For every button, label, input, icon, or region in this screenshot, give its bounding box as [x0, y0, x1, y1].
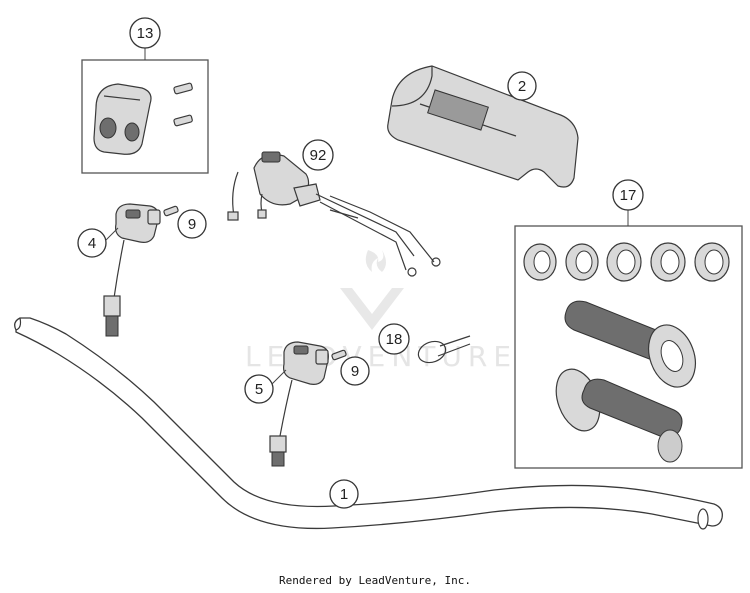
- callout-92-label: 92: [310, 147, 327, 164]
- part-17-group: [514, 210, 743, 469]
- callout-2: 2: [507, 71, 537, 101]
- callout-92: 92: [302, 139, 334, 171]
- callout-5-label: 5: [255, 381, 263, 398]
- handlebar-clamp-icon: [93, 83, 152, 155]
- screw-icon: [163, 205, 179, 217]
- footer-credit: Rendered by LeadVenture, Inc.: [278, 574, 472, 587]
- callout-18: 18: [378, 323, 410, 355]
- handlebar-grip-icon: [555, 368, 683, 463]
- callout-18-label: 18: [386, 331, 403, 348]
- callout-9-left: 9: [177, 209, 207, 239]
- callout-9-right: 9: [340, 356, 370, 386]
- callout-1-label: 1: [340, 486, 348, 503]
- handlebar-pad-icon: [387, 65, 579, 188]
- callout-1: 1: [329, 479, 359, 509]
- right-switch-icon: [269, 341, 329, 467]
- screw-icon: [331, 349, 347, 361]
- callout-2-label: 2: [518, 78, 526, 95]
- callout-9-right-label: 9: [351, 363, 359, 380]
- handlebar-icon: [14, 317, 723, 530]
- throttle-assembly-icon: [227, 151, 441, 277]
- callout-4-label: 4: [88, 235, 96, 252]
- handlebar-grip-icon: [564, 300, 696, 388]
- left-switch-icon: [103, 203, 161, 337]
- callout-9-left-label: 9: [188, 216, 196, 233]
- watermark-v-logo: [340, 288, 404, 330]
- callout-5: 5: [244, 369, 287, 404]
- part-13-group: [81, 46, 209, 174]
- callout-13-label: 13: [137, 25, 154, 42]
- callout-17: 17: [612, 179, 644, 211]
- clamp-bolt-icon: [173, 82, 193, 127]
- callout-13: 13: [129, 17, 161, 49]
- grip-cam-ring-icon: [523, 242, 730, 282]
- callout-17-label: 17: [620, 187, 637, 204]
- callout-4: 4: [77, 227, 119, 258]
- watermark-flame-icon: [365, 250, 386, 272]
- cable-tie-icon: [417, 335, 471, 364]
